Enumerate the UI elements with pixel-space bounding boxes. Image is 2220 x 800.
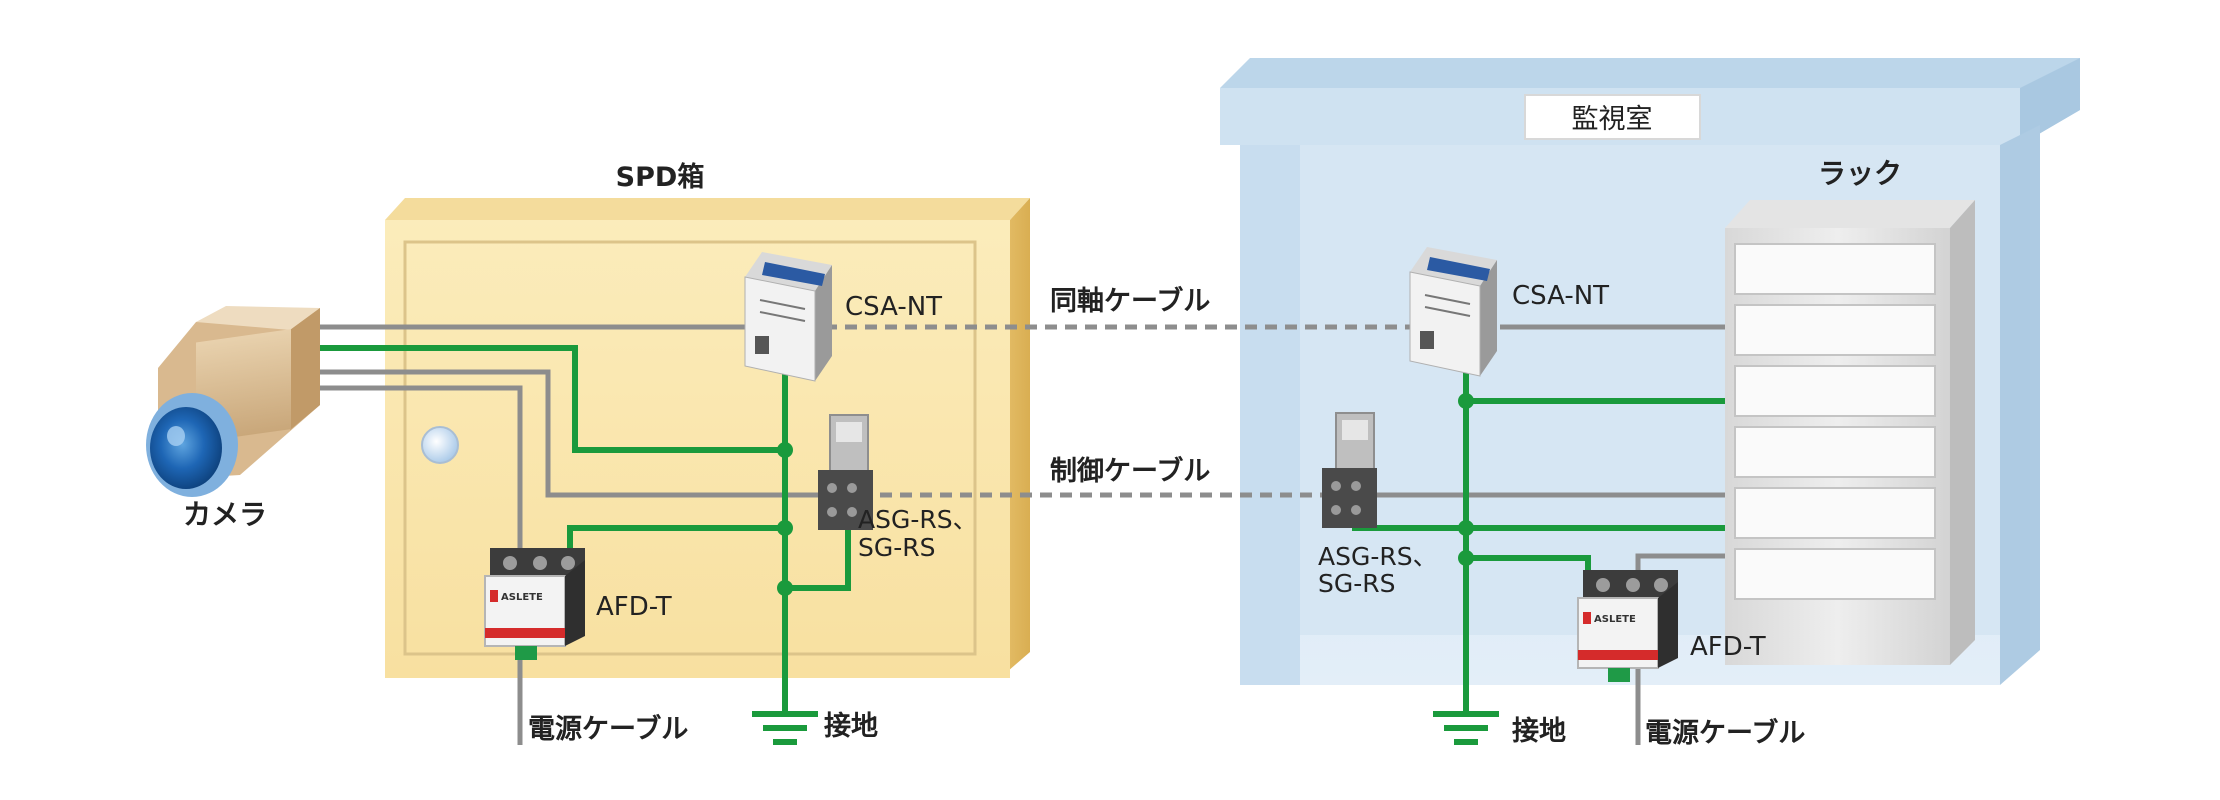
rack-units	[1734, 243, 1936, 600]
csa-nt-right-label: CSA-NT	[1512, 281, 1609, 311]
junction-dot	[1458, 520, 1474, 536]
junction-dot	[777, 520, 793, 536]
power-cable-right-label: 電源ケーブル	[1645, 717, 1805, 749]
csa-nt-right-device	[1409, 247, 1497, 377]
afd-t-right-label: AFD-T	[1690, 632, 1766, 662]
asg-rs-left-label-line1: ASG-RS、	[858, 505, 978, 534]
rack	[1725, 200, 1975, 665]
afd-t-left-device: ASLETE	[484, 548, 585, 660]
rack-label: ラック	[1818, 157, 1902, 190]
camera-icon	[146, 306, 320, 497]
signal-wires	[320, 324, 1725, 745]
ground-wire-asg-left	[785, 528, 851, 591]
ground-junctions	[777, 393, 1474, 596]
asg-rs-right-device	[1322, 412, 1377, 528]
rack-unit	[1734, 487, 1936, 539]
afd-t-right-brand: ASLETE	[1594, 614, 1636, 625]
asg-rs-left-label-line2: SG-RS	[858, 533, 936, 562]
monitor-room-sign: 監視室	[1524, 94, 1701, 140]
spd-box-title: SPD箱	[616, 161, 705, 193]
box-latch-knob	[421, 426, 459, 464]
afd-t-left-label: AFD-T	[596, 592, 672, 622]
afd-t-right-device: ASLETE	[1577, 570, 1678, 682]
csa-nt-left-label: CSA-NT	[845, 292, 942, 322]
rack-unit	[1734, 365, 1936, 417]
spd-box	[385, 198, 1030, 678]
power-wire-right	[1635, 553, 1725, 745]
afd-t-left-brand: ASLETE	[501, 592, 543, 603]
rack-unit	[1734, 243, 1936, 295]
asg-rs-left-device	[818, 414, 873, 530]
rack-unit	[1734, 548, 1936, 600]
control-cable-label: 制御ケーブル	[1050, 455, 1210, 487]
power-cable-left-label: 電源ケーブル	[528, 713, 688, 745]
coax-cable-label: 同軸ケーブル	[1050, 285, 1210, 317]
junction-dot	[1458, 393, 1474, 409]
ground-symbol-left-icon	[752, 711, 818, 745]
ground-left-label: 接地	[824, 711, 878, 742]
camera-label: カメラ	[183, 498, 267, 531]
rack-unit	[1734, 304, 1936, 356]
ground-wire-afd-right	[1466, 555, 1591, 575]
junction-dot	[777, 580, 793, 596]
ground-wire-camera	[320, 345, 785, 453]
rack-unit	[1734, 426, 1936, 478]
asg-rs-right-label-line1: ASG-RS、	[1318, 542, 1438, 571]
monitor-room-sign-text: 監視室	[1572, 104, 1653, 135]
ground-symbol-right-icon	[1433, 711, 1499, 745]
control-wire-camera-side	[320, 369, 830, 498]
ground-right-label: 接地	[1512, 716, 1566, 747]
asg-rs-right-label-line2: SG-RS	[1318, 569, 1396, 598]
junction-dot	[777, 442, 793, 458]
junction-dot	[1458, 550, 1474, 566]
csa-nt-left-device	[744, 252, 832, 382]
